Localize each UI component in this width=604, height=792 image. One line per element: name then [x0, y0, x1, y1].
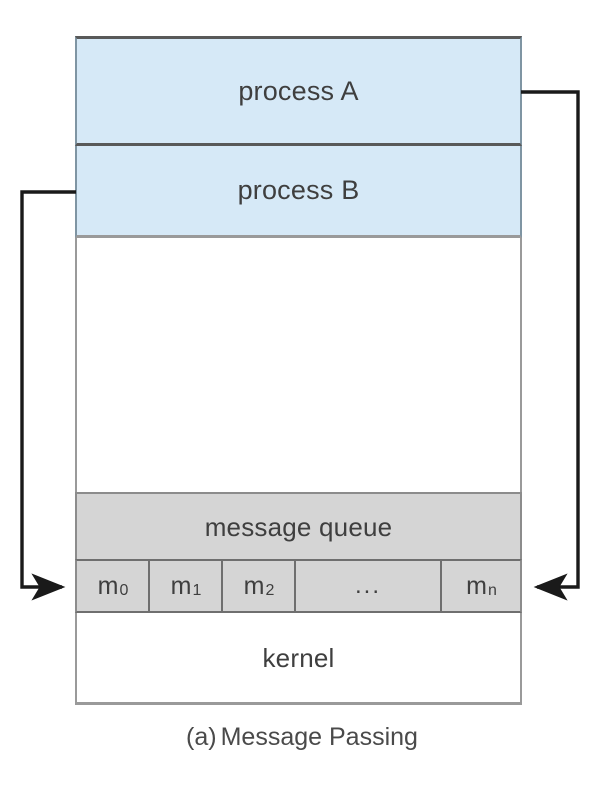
band-message-queue: message queue — [75, 492, 522, 559]
message-cell-m1-base: m — [170, 571, 192, 600]
figure-caption-text: Message Passing — [220, 723, 418, 751]
kernel-label: kernel — [262, 642, 335, 673]
process-a-label: process A — [238, 75, 359, 106]
process-b-label: process B — [237, 175, 360, 205]
message-cell-ellipsis: ... — [296, 561, 442, 611]
message-cell-m1-subscript: 1 — [192, 582, 202, 599]
band-process-b: process B — [75, 146, 522, 238]
message-cell-mn-base: m — [466, 571, 487, 600]
message-queue-label: message queue — [204, 511, 393, 542]
message-cell-ellipsis-base: ... — [354, 572, 381, 599]
band-process-a: process A — [75, 36, 522, 146]
connector-process-a-to-mn — [521, 90, 580, 601]
message-cell-m0-base: m — [97, 571, 119, 600]
message-cell-m2-base: m — [243, 571, 265, 600]
message-cell-m2-subscript: 2 — [265, 582, 275, 599]
connector-process-b-to-m0 — [20, 190, 76, 601]
band-kernel: kernel — [75, 613, 522, 705]
message-cell-m0-subscript: 0 — [119, 582, 129, 599]
band-empty-space — [75, 238, 522, 492]
message-cell-mn-subscript: n — [487, 582, 497, 599]
figure-caption-tag: (a) — [186, 723, 217, 751]
figure-caption: (a)Message Passing — [0, 723, 604, 752]
